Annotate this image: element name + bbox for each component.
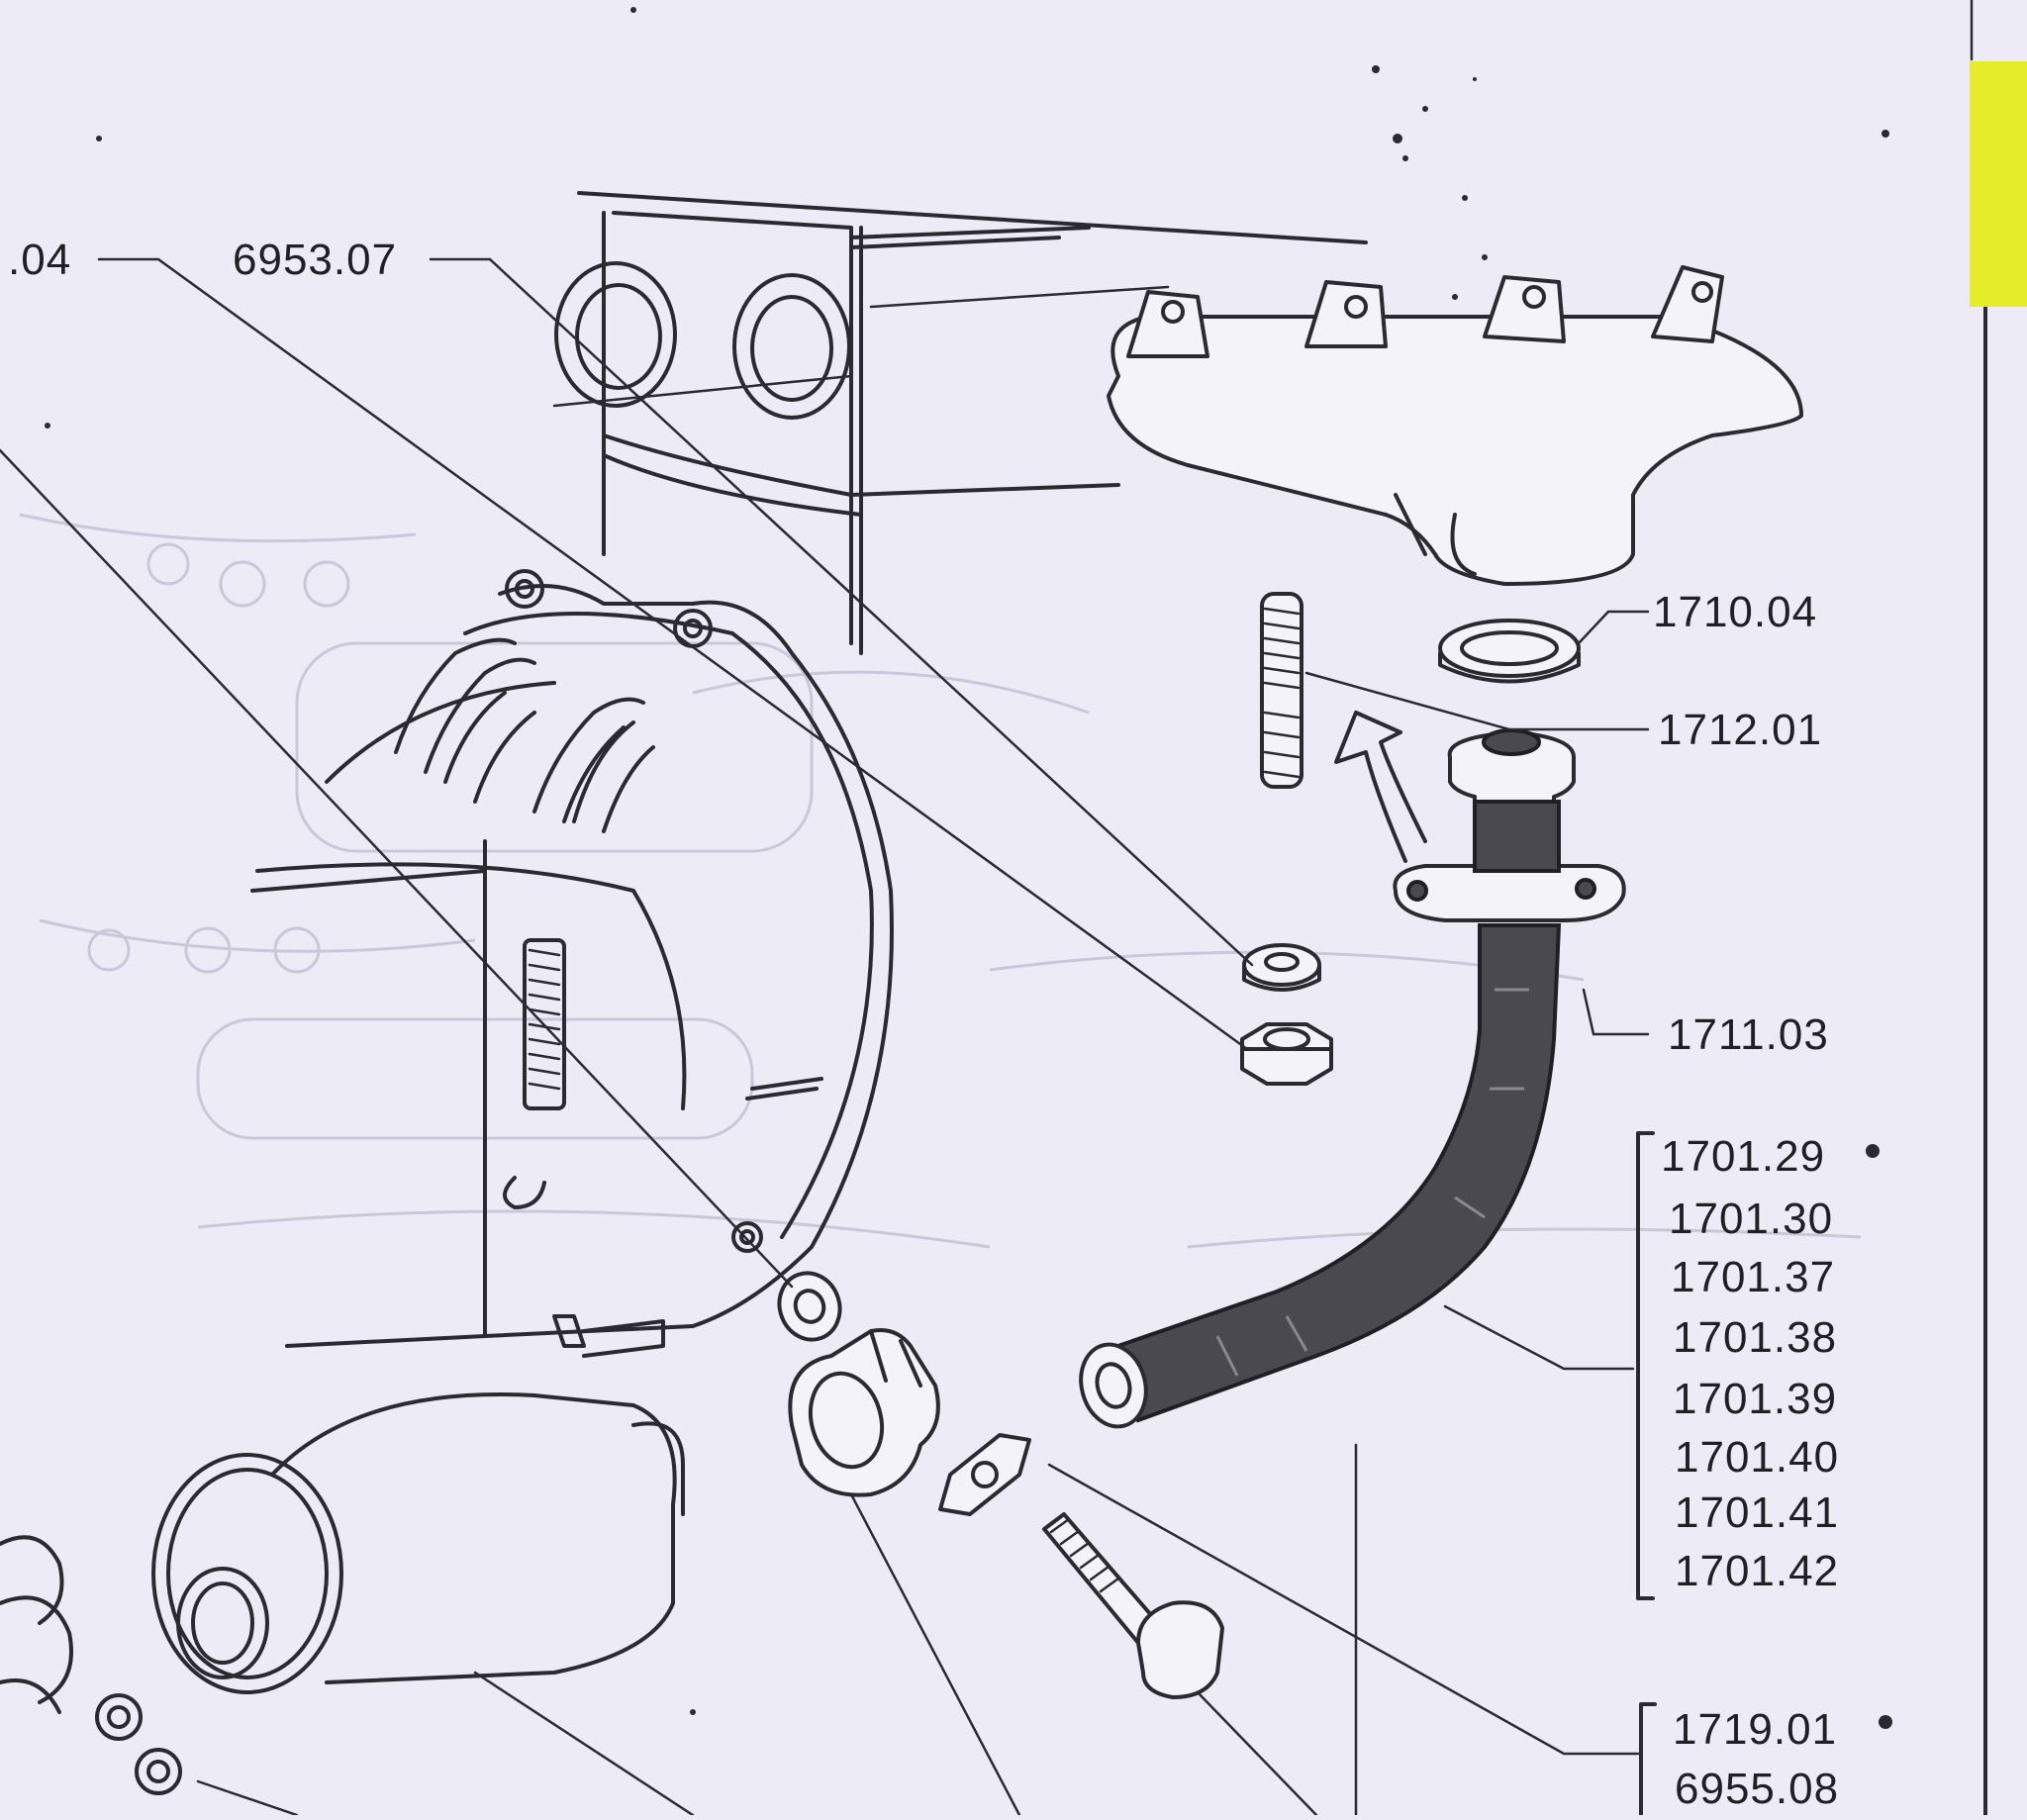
label-171201: 1712.01 [1658, 706, 1822, 754]
pipe-clamp-part [788, 1328, 940, 1497]
clamp-bolt-part [1042, 1512, 1224, 1699]
gasket-ring-part [1438, 619, 1581, 684]
label-171103: 1711.03 [1668, 1010, 1829, 1059]
hex-nut-part [1240, 1022, 1333, 1086]
hose-coil [0, 1535, 182, 1795]
availability-dot [1866, 1144, 1880, 1158]
pipe-group-item: 1701.39 [1673, 1375, 1837, 1423]
label-171004: 1710.04 [1653, 588, 1817, 636]
manifold-ports [1126, 265, 1724, 358]
engine-block [552, 191, 1368, 655]
bleed-through [19, 513, 1862, 1249]
cooling-fins [394, 637, 655, 833]
label-695307: 6953.07 [233, 236, 397, 284]
exhaust-pipe-part [1079, 728, 1626, 1429]
bolt-group-item: 6955.08 [1675, 1765, 1839, 1813]
air-cleaner-canister [151, 1392, 685, 1694]
leader-lines [0, 257, 1650, 1817]
cylinder-port-1 [554, 261, 677, 408]
label-brackets [1636, 1131, 1657, 1817]
pipe-group-item: 1701.29 [1661, 1132, 1825, 1181]
availability-dot [1879, 1715, 1892, 1729]
cylinder-port-2 [732, 273, 851, 420]
pipe-group-item: 1701.38 [1673, 1313, 1837, 1362]
bolt-group-item: 1719.01 [1673, 1705, 1837, 1754]
split-washer-part [1242, 943, 1321, 992]
threaded-stud-part [1260, 592, 1303, 789]
flywheel-housing [250, 569, 894, 1358]
pipe-group-item: 1701.40 [1675, 1433, 1839, 1482]
clamp-plate-part [938, 1433, 1031, 1516]
part-labels: .04 6953.07 1710.04 1712.01 1711.03 1701… [8, 236, 1892, 1813]
exhaust-manifold [1107, 265, 1803, 586]
pipe-group-item: 1701.41 [1675, 1488, 1839, 1537]
housing-bolts [505, 569, 763, 1253]
flat-washer-part [777, 1271, 842, 1342]
assembly-arrow [1334, 711, 1427, 863]
highlighter-mark [1970, 61, 2027, 307]
pipe-group-item: 1701.37 [1671, 1253, 1835, 1301]
label-0404: .04 [8, 236, 71, 284]
pipe-group-item: 1701.30 [1669, 1195, 1833, 1243]
pipe-group-item: 1701.42 [1675, 1547, 1839, 1595]
print-specks [45, 7, 1889, 1715]
